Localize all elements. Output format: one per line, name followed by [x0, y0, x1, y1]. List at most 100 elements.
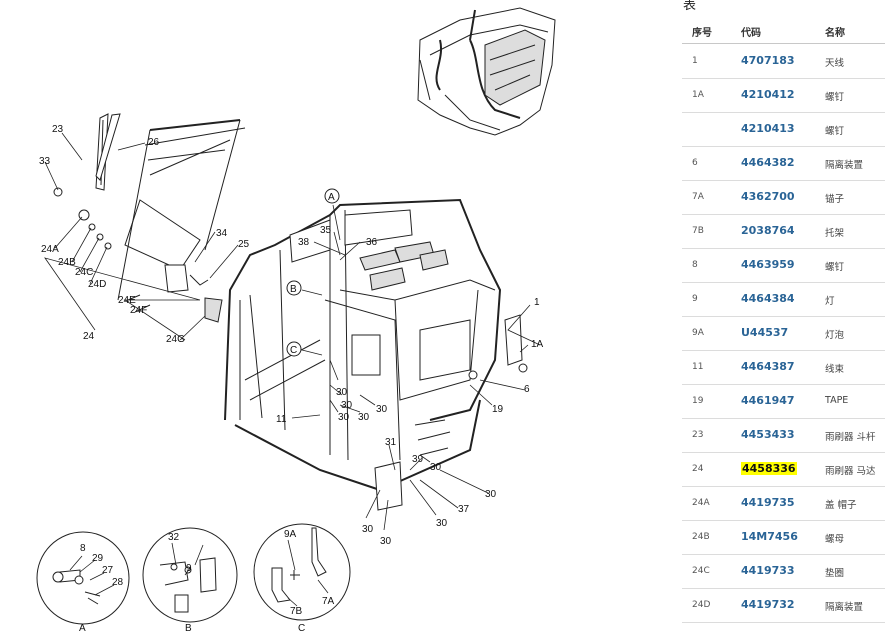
callout-30: 30: [485, 489, 497, 500]
part-code-link[interactable]: 2038764: [741, 224, 795, 237]
callout-33: 33: [39, 156, 51, 167]
ref-circle-a: [324, 188, 340, 204]
part-name: 锚子: [825, 194, 845, 205]
table-row: 24A 4419735 盖 帽子: [682, 486, 885, 521]
part-code-link[interactable]: 4419733: [741, 564, 795, 577]
part-code-link[interactable]: 4464384: [741, 292, 795, 305]
callout-24b: 24B: [58, 257, 76, 268]
part-number: 9: [692, 294, 698, 304]
table-row: 11 4464387 线束: [682, 350, 885, 385]
header-code: 代码: [741, 28, 761, 39]
callout-30: 30: [376, 404, 388, 415]
ref-circle-c: [286, 341, 302, 357]
callout-35: 35: [320, 225, 332, 236]
part-code-link[interactable]: 4210413: [741, 122, 795, 135]
callout-23: 23: [52, 124, 64, 135]
table-row: 1A 4210412 螺钉: [682, 78, 885, 113]
callout-1: 1: [534, 297, 540, 308]
table-row: 7A 4362700 锚子: [682, 180, 885, 215]
part-name: 线束: [825, 364, 845, 375]
table-row: 9 4464384 灯: [682, 282, 885, 317]
callout-24: 24: [83, 331, 95, 342]
part-number: 11: [692, 362, 704, 372]
detail-label-a: A: [79, 623, 86, 633]
callout-1a: 1A: [531, 339, 544, 350]
callout-38: 38: [298, 237, 310, 248]
ref-c: C: [290, 345, 297, 356]
part-number: 24: [692, 464, 704, 474]
callout-28: 27: [102, 565, 114, 576]
wiper-assembly: [53, 113, 246, 323]
part-code-link[interactable]: 4464382: [741, 156, 795, 169]
callout-30: 30: [436, 518, 448, 529]
callout-30: 30: [362, 524, 374, 535]
callout-24g: 24G: [166, 334, 185, 345]
part-name: 螺母: [825, 534, 845, 545]
callout-9: 32: [168, 532, 180, 543]
part-number: 24C: [692, 566, 710, 576]
part-name: 螺钉: [825, 262, 845, 273]
machine-inset: [417, 7, 556, 136]
part-number: 24A: [692, 498, 710, 508]
callout-31: 31: [385, 437, 397, 448]
part-number: 9A: [692, 328, 704, 338]
callout-9a: 9: [186, 563, 192, 574]
ref-b: B: [290, 284, 297, 295]
part-code-link[interactable]: 4419735: [741, 496, 795, 509]
part-code-link[interactable]: 4362700: [741, 190, 795, 203]
callout-29: 8: [80, 543, 86, 554]
parts-diagram: 23 26 33 24A 24B 24C 24D 24E 24F 24 24G …: [36, 7, 556, 633]
callout-36: 36: [366, 237, 378, 248]
part-code-link[interactable]: 4461947: [741, 394, 795, 407]
cab-body: [224, 198, 528, 511]
part-code-link[interactable]: 4453433: [741, 428, 795, 441]
part-name: 盖 帽子: [825, 500, 857, 511]
callout-7b: 7B: [290, 606, 303, 617]
callout-25: 25: [238, 239, 250, 250]
part-code-link[interactable]: 4463959: [741, 258, 795, 271]
callout-34: 34: [216, 228, 228, 239]
callout-30: 30: [430, 462, 442, 473]
part-number: 7A: [692, 192, 704, 202]
part-name: TAPE: [825, 395, 849, 406]
header-no: 序号: [692, 28, 712, 39]
detail-C: [253, 523, 351, 621]
part-number: 23: [692, 430, 704, 440]
detail-A: [36, 531, 130, 625]
callout-26: 26: [148, 137, 160, 148]
callout-6: 6: [524, 384, 530, 395]
callout-30: 30: [380, 536, 392, 547]
part-name: 灯: [825, 296, 835, 307]
part-code-link[interactable]: 4458336: [741, 462, 797, 475]
table-header: 序号 代码 名称: [682, 16, 885, 44]
part-code-link[interactable]: 4210412: [741, 88, 795, 101]
part-code-link[interactable]: 14M7456: [741, 530, 798, 543]
ref-circle-b: [286, 280, 302, 296]
part-number: 1A: [692, 90, 704, 100]
callout-11: 11: [276, 414, 287, 425]
part-number: 1: [692, 56, 698, 66]
part-code-link[interactable]: 4419732: [741, 598, 795, 611]
part-name: 螺钉: [825, 92, 845, 103]
part-number: 7B: [692, 226, 704, 236]
detail-label-b: B: [185, 623, 192, 633]
part-code-link[interactable]: 4464387: [741, 360, 795, 373]
part-code-link[interactable]: 4707183: [741, 54, 795, 67]
part-name: 隔离装置: [825, 602, 864, 613]
callout-24d: 24D: [88, 279, 106, 290]
callout-30: 30: [341, 400, 353, 411]
part-name: 灯泡: [825, 330, 845, 341]
callout-24e: 24E: [118, 295, 136, 306]
part-code-link[interactable]: U44537: [741, 326, 789, 339]
part-name: 雨刷器 马达: [825, 466, 876, 477]
